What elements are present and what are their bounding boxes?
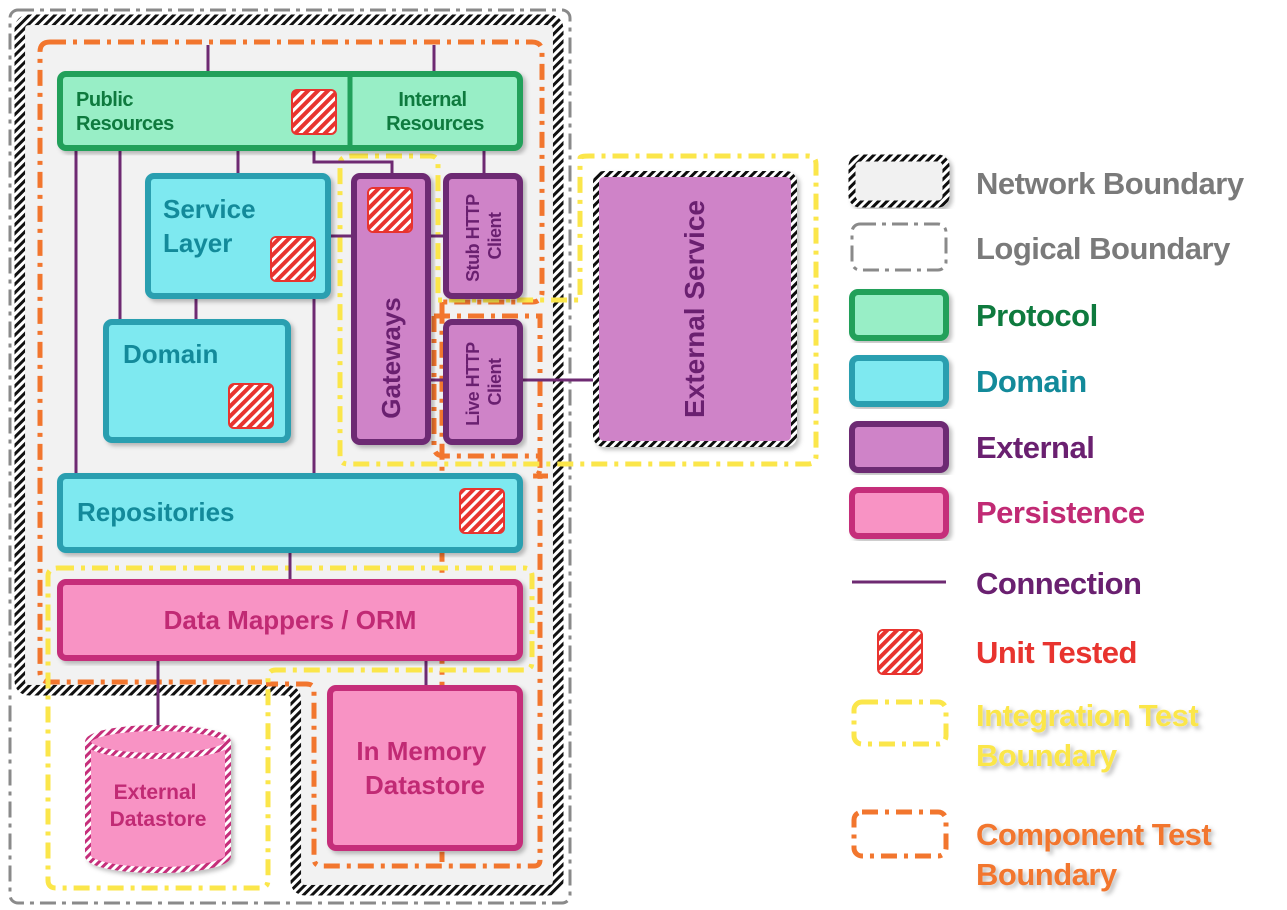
legend-persistence-label: Persistence	[976, 495, 1145, 530]
connections	[74, 45, 598, 732]
unit-tested-marker	[270, 236, 316, 282]
legend-unit-tested-swatch	[877, 629, 923, 675]
legend-external-swatch	[849, 421, 949, 473]
public-resources-box	[57, 71, 523, 151]
external-service-label: External Service	[679, 200, 710, 418]
unit-tested-marker	[459, 488, 505, 534]
repositories-box	[57, 473, 523, 553]
internal-resources-label: Internal Resources	[386, 89, 484, 135]
stub-http-client-box	[443, 173, 523, 299]
data-mappers-box	[57, 579, 523, 661]
legend-protocol-swatch	[849, 289, 949, 341]
unit-tested-marker	[367, 187, 413, 233]
legend-external-label: External	[976, 430, 1094, 465]
repositories-label: Repositories	[77, 497, 235, 527]
legend-unit-tested-label: Unit Tested	[976, 635, 1137, 670]
legend-integration-swatch	[851, 699, 949, 747]
legend-component-label: Component Test Boundary	[976, 817, 1219, 892]
legend-protocol-label: Protocol	[976, 298, 1098, 333]
legend-connection-label: Connection	[976, 566, 1142, 601]
gateways-box	[351, 173, 431, 445]
unit-tested-marker	[228, 383, 274, 429]
legend-network-swatch	[848, 154, 950, 208]
service-layer-label: Service Layer	[163, 194, 263, 258]
legend-logical-label: Logical Boundary	[976, 231, 1231, 266]
unit-tested-marker	[291, 89, 337, 135]
data-mappers-label: Data Mappers / ORM	[164, 605, 417, 635]
live-http-client-label: Live HTTP Client	[463, 338, 505, 426]
domain-label: Domain	[123, 339, 218, 369]
component-test-boundary-lower	[266, 313, 548, 869]
network-boundary-stroke	[15, 15, 563, 895]
legend: Network Boundary Logical Boundary Protoc…	[848, 154, 1245, 892]
legend-domain-label: Domain	[976, 364, 1087, 399]
external-datastore	[85, 725, 231, 873]
in-memory-datastore-box	[327, 685, 523, 851]
legend-component-swatch	[851, 809, 949, 859]
legend-logical-swatch	[850, 222, 948, 272]
public-resources-label: Public Resources	[76, 89, 174, 135]
logical-boundary	[8, 8, 572, 905]
stub-http-client-label: Stub HTTP Client	[463, 190, 505, 282]
in-memory-datastore-label: In Memory Datastore	[356, 736, 493, 800]
external-service-box	[593, 171, 797, 447]
integration-test-boundary-gateways	[337, 153, 819, 467]
legend-domain-swatch	[849, 355, 949, 407]
external-datastore-label: External Datastore	[110, 781, 207, 831]
legend-persistence-swatch	[849, 487, 949, 539]
legend-network-label: Network Boundary	[976, 166, 1245, 201]
live-http-client-box	[443, 319, 523, 445]
gateways-label: Gateways	[376, 297, 406, 418]
integration-test-boundary-persistence	[45, 565, 535, 891]
legend-integration-label: Integration Test Boundary	[976, 698, 1206, 773]
